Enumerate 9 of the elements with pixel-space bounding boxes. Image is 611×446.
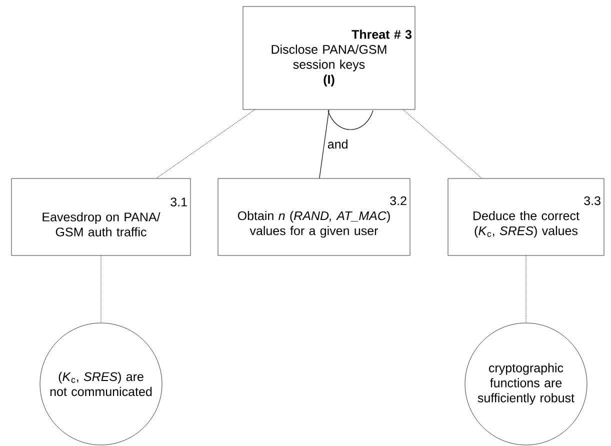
connector-line xyxy=(402,109,482,179)
attack-box: 3.2 Obtain n (RAND, AT_MAC) values for a given user xyxy=(218,178,410,256)
edge-label: and xyxy=(328,139,348,149)
attack-box: 3.1 Eavesdrop on PANA/ GSM auth traffic xyxy=(11,178,191,256)
threat-box: Threat # 3 Disclose PANA/GSM session keys (I) xyxy=(242,6,416,110)
connector-line xyxy=(156,109,256,179)
connector-line xyxy=(319,109,330,179)
attack-box: 3.3 Deduce the correct (K$_{c}$, SRES) values xyxy=(448,178,604,256)
connector-line xyxy=(100,255,102,324)
